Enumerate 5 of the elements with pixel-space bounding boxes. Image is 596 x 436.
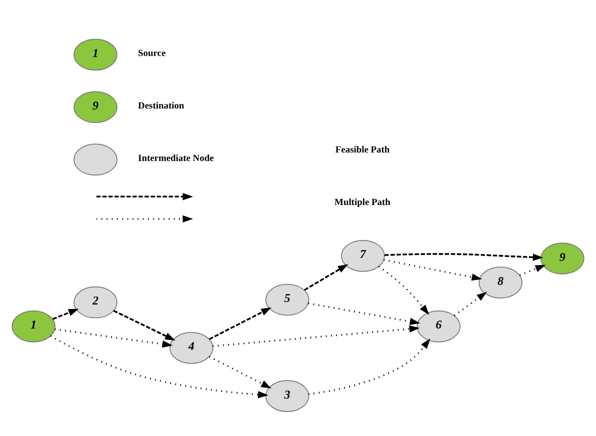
node-label: Destination bbox=[138, 101, 184, 112]
node-label: Source bbox=[138, 48, 166, 59]
node-label: Intermediate Node bbox=[138, 154, 214, 164]
legend-label: Feasible Path bbox=[335, 145, 390, 156]
legend-label: Multiple Path bbox=[334, 198, 390, 208]
